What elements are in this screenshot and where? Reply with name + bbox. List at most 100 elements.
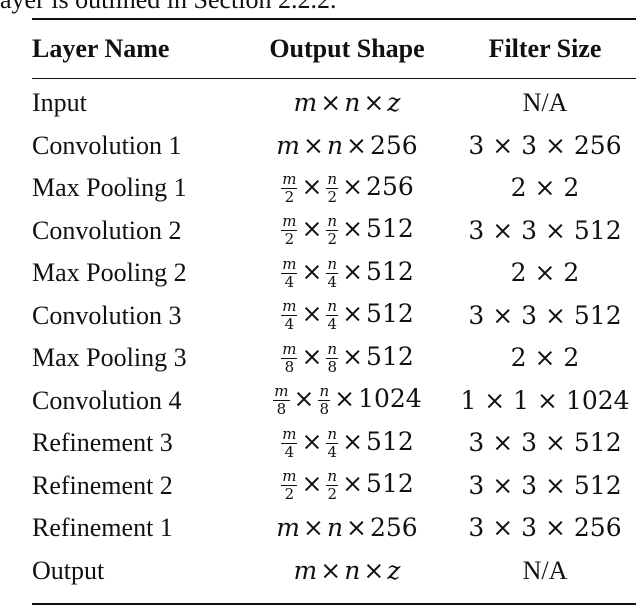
fraction-numerator: n — [326, 297, 339, 317]
fraction-denominator: 8 — [319, 400, 330, 419]
dim-channels: 256 — [370, 130, 418, 160]
layer-name-cell: Convolution 4 — [32, 385, 182, 415]
dim-channels: 512 — [366, 299, 414, 329]
layer-name-cell: Refinement 2 — [32, 470, 173, 500]
dim-height: m — [293, 88, 318, 118]
fraction-numerator: m — [273, 382, 290, 402]
filter-size-value: 3 × 3 × 256 — [468, 130, 622, 160]
filter-size-value: N/A — [522, 555, 568, 585]
dim-width: n — [326, 513, 344, 543]
filter-size-cell: 3 × 3 × 256 — [454, 507, 636, 550]
dim-channels: 512 — [366, 469, 414, 499]
filter-size-cell: 3 × 3 × 512 — [454, 465, 636, 508]
dim-height: m — [293, 555, 318, 585]
filter-size-cell: 1 × 1 × 1024 — [454, 380, 636, 423]
times-operator: × — [363, 555, 385, 585]
output-shape-cell: m×n×z — [240, 78, 454, 125]
fraction-denominator: 2 — [284, 485, 295, 504]
fraction-denominator: 4 — [327, 315, 338, 334]
layer-name-cell: Output — [32, 555, 105, 585]
fraction-numerator: m — [281, 467, 298, 487]
fraction-numerator: m — [281, 254, 298, 274]
times-operator: × — [320, 88, 342, 118]
table-bottom-rule — [32, 603, 636, 605]
header-filter-size: Filter Size — [488, 34, 602, 63]
dim-channels: 1024 — [358, 384, 422, 414]
times-operator: × — [342, 214, 364, 244]
times-operator: × — [302, 130, 324, 160]
layer-name-cell: Refinement 3 — [32, 428, 173, 458]
layer-name-cell: Convolution 1 — [32, 130, 182, 160]
fraction-denominator: 4 — [284, 442, 295, 461]
layer-name-cell: Input — [32, 88, 87, 118]
times-operator: × — [346, 513, 367, 543]
times-operator: × — [320, 555, 342, 585]
dim-channels: z — [387, 88, 401, 118]
fraction-numerator: n — [326, 254, 339, 274]
times-operator: × — [301, 469, 323, 499]
fraction-numerator: n — [326, 212, 339, 232]
caption-fragment: ayer is outlined in Section 2.2.2. — [0, 0, 337, 13]
filter-size-cell: 2 × 2 — [454, 337, 636, 380]
filter-size-cell: 3 × 3 × 512 — [454, 295, 636, 338]
layer-table: Layer Name Output Shape Filter Size Inpu… — [32, 20, 636, 592]
fraction-denominator: 4 — [284, 315, 295, 334]
table-top-rule — [32, 18, 636, 20]
times-operator: × — [301, 256, 323, 286]
filter-size-cell: 3 × 3 × 512 — [454, 210, 636, 253]
times-operator: × — [334, 384, 356, 414]
fraction-denominator: 2 — [327, 230, 338, 249]
times-operator: × — [363, 88, 385, 118]
dim-width: n — [344, 555, 361, 585]
output-shape-formula: m×n×256 — [276, 131, 417, 160]
fraction-denominator: 2 — [327, 485, 338, 504]
fraction-denominator: 4 — [327, 272, 338, 291]
fraction-numerator: n — [318, 382, 331, 402]
filter-size-value: 3 × 3 × 512 — [468, 428, 622, 458]
fraction-numerator: m — [281, 169, 298, 189]
fraction-denominator: 8 — [276, 400, 287, 419]
times-operator: × — [301, 171, 323, 201]
filter-size-value: 3 × 3 × 512 — [468, 215, 622, 245]
dim-width: n — [326, 130, 344, 160]
times-operator: × — [342, 299, 364, 329]
fraction-numerator: m — [281, 339, 298, 359]
times-operator: × — [342, 469, 364, 499]
filter-size-value: 1 × 1 × 1024 — [460, 385, 630, 415]
dim-height: m — [276, 130, 300, 160]
layer-name-cell: Convolution 2 — [32, 215, 182, 245]
fraction-numerator: n — [326, 169, 339, 189]
dim-channels: z — [387, 555, 401, 585]
output-shape-cell: m×n×256 — [240, 125, 454, 168]
table-header-rule — [32, 78, 636, 79]
fraction-denominator: 4 — [327, 442, 338, 461]
times-operator: × — [301, 426, 323, 456]
dim-channels: 256 — [370, 513, 418, 543]
filter-size-cell: N/A — [454, 78, 636, 125]
layer-name-cell: Max Pooling 2 — [32, 258, 187, 288]
fraction-denominator: 2 — [327, 187, 338, 206]
filter-size-value: 2 × 2 — [510, 343, 580, 373]
fraction-numerator: n — [326, 339, 339, 359]
